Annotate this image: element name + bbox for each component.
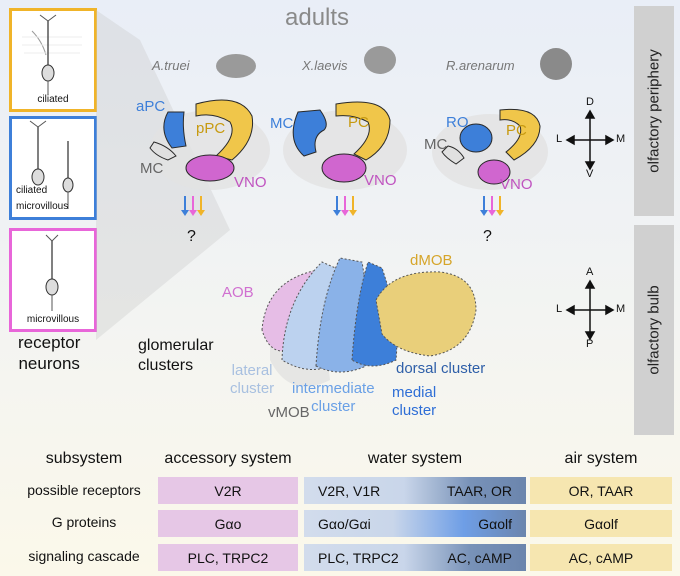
water-header: water system [367,450,463,467]
olfactory-periphery-bar: olfactory periphery [634,6,674,216]
arrow-group-3 [480,196,504,216]
dmob-region [375,271,477,357]
mixed-neuron-panel: ciliated microvillous [9,116,97,220]
species-label-r-arenarum: R.arenarum [446,58,515,73]
vno-organ-3 [477,159,511,185]
mc-label-2: MC [270,115,294,132]
water-gprotein-left: Gαo/Gαi [318,515,371,532]
air-gprotein-cell: Gαolf [530,510,672,537]
medial-line2: cluster [392,402,437,419]
pc-chamber-2 [335,101,391,161]
dmob-label: dMOB [410,252,453,269]
mixed-neuron-drawing [29,120,74,209]
ciliated-neuron-drawing [22,14,82,95]
water-cascade-cell: PLC, TRPC2 AC, cAMP [304,544,526,571]
neuron-type-label: ciliated [16,185,48,196]
compass1-top: D [586,96,594,108]
intermediate-cluster-label: intermediate cluster [292,380,375,416]
compass2-top: A [586,266,594,278]
arrow-group-1 [181,196,205,216]
water-gprotein-right: Gαolf [478,515,512,532]
mc-label-1: MC [140,160,164,177]
air-cascade-cell: AC, cAMP [530,544,672,571]
neuron-type-label: microvillous [16,201,69,212]
receptor-neurons-line2: neurons [18,354,80,373]
medial-line1: medial [392,384,437,401]
compass2-bottom: P [586,338,594,350]
vno-label-2: VNO [364,172,397,189]
vno-organ-1 [185,154,235,182]
glomerular-line2: clusters [138,357,194,374]
neuron-type-label: microvillous [26,314,80,325]
compass1-left: L [556,133,563,145]
ciliated-neuron-panel: ciliated [9,8,97,112]
water-receptors-left: V2R, V1R [318,482,381,499]
ro-label: RO [446,114,469,131]
apc-label: aPC [136,98,166,115]
intermediate-line1: intermediate [292,380,375,397]
mc-chamber-2 [292,109,327,157]
glomerular-clusters-caption: glomerular clusters [138,336,214,376]
ppc-label: pPC [196,120,226,137]
frog-a-truei-icon [216,54,256,78]
intermediate-line2: cluster [311,398,356,415]
question-mark-1: ? [187,228,196,245]
accessory-receptors-cell: V2R [158,477,298,504]
vno-label-1: VNO [234,174,267,191]
lateral-line2: cluster [230,380,275,397]
water-receptors-right: TAAR, OR [446,482,512,499]
accessory-gprotein-cell: Gαo [158,510,298,537]
pc-label-3: PC [506,122,527,139]
neuron-type-label: ciliated [37,94,69,105]
compass1-right: M [616,133,626,145]
vno-label-3: VNO [500,176,533,193]
compass2-right: M [616,303,626,315]
glomerular-line1: glomerular [138,337,214,354]
lateral-cluster-label: lateral cluster [230,362,274,398]
ro-chamber [459,123,493,153]
water-receptors-cell: V2R, V1R TAAR, OR [304,477,526,504]
mc-label-3: MC [424,136,448,153]
medial-cluster-label: medial cluster [392,384,436,420]
row-label-cascade: signaling cascade [28,548,140,564]
species-label-x-laevis: X.laevis [302,58,348,73]
mc-chamber-1 [149,141,177,161]
pc-chamber-3 [499,108,541,161]
olfactory-bulb-bar: olfactory bulb [634,225,674,435]
species-label-a-truei: A.truei [152,58,190,73]
vmob-label: vMOB [268,404,310,421]
row-label-receptors: possible receptors [27,482,141,498]
dorsal-cluster-label: dorsal cluster [396,360,486,377]
zoom-funnel-shape [96,10,230,340]
water-gprotein-cell: Gαo/Gαi Gαolf [304,510,526,537]
lateral-line1: lateral [231,362,273,379]
apc-chamber [163,111,187,149]
water-cascade-left: PLC, TRPC2 [318,549,399,566]
compass-dv-icon [565,109,615,171]
air-header: air system [564,450,638,467]
vno-organ-2 [321,153,367,183]
receptor-neurons-caption: receptor neurons [18,332,80,374]
subsystem-header: subsystem [45,450,123,467]
pc-label-2: PC [348,114,369,131]
question-mark-2: ? [483,228,492,245]
air-receptors-cell: OR, TAAR [530,477,672,504]
arrow-group-2 [333,196,357,216]
accessory-header: accessory system [164,450,292,467]
microvillous-neuron-panel: microvillous [9,228,97,332]
receptor-neurons-line1: receptor [18,333,81,352]
frog-r-arenarum-icon [540,48,572,80]
frog-x-laevis-icon [364,46,396,74]
compass1-bottom: V [586,168,594,180]
page-title: adults [285,4,350,31]
accessory-cascade-cell: PLC, TRPC2 [158,544,298,571]
compass2-left: L [556,303,563,315]
row-label-g-proteins: G proteins [51,514,117,530]
aob-label: AOB [222,284,254,301]
microvillous-neuron-drawing [45,234,59,311]
water-cascade-right: AC, cAMP [447,549,512,566]
compass-ap-icon [565,279,615,341]
mc-chamber-3 [441,145,465,165]
